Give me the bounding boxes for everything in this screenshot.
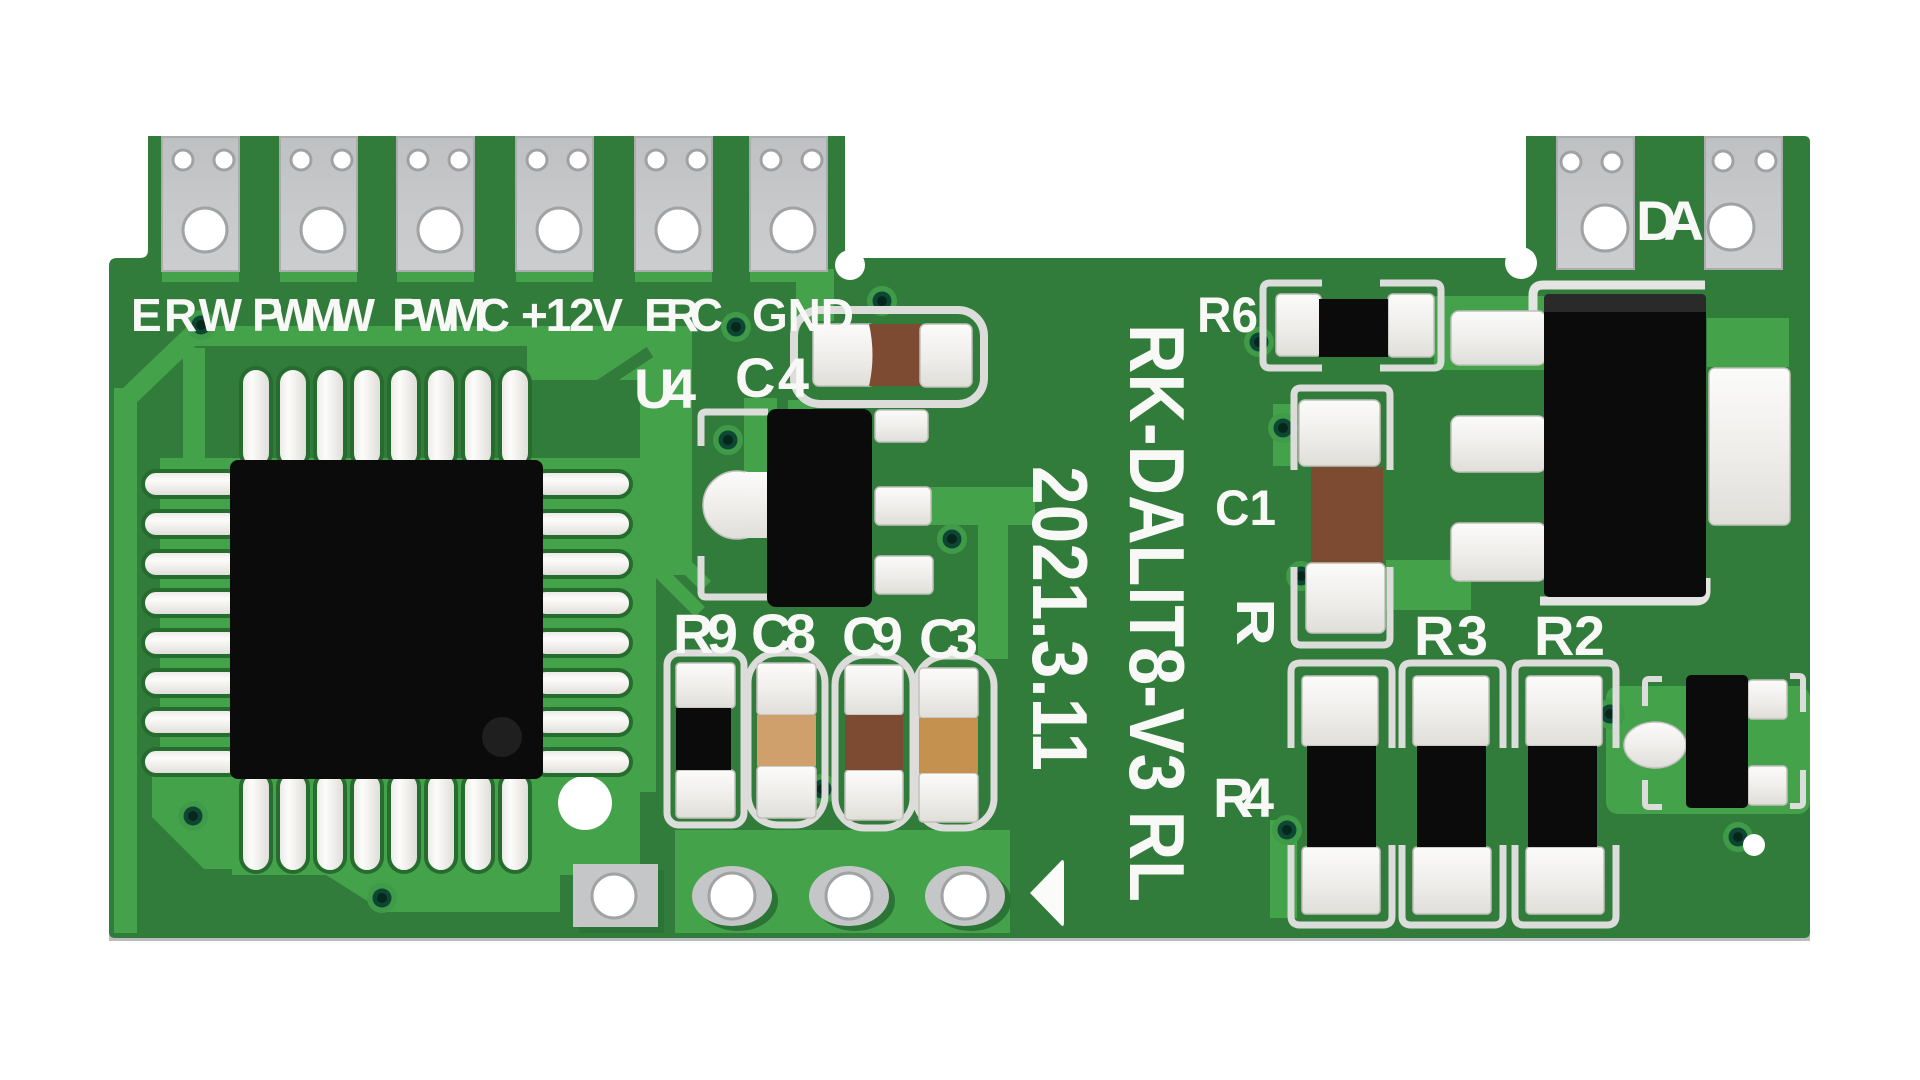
svg-text:ERC: ERC — [644, 289, 723, 341]
svg-text:R9: R9 — [673, 602, 738, 665]
svg-text:GND: GND — [752, 289, 854, 341]
svg-text:PWMW: PWMW — [252, 289, 376, 341]
svg-text:R6: R6 — [1197, 287, 1258, 343]
svg-text:RK-DALIT8-V3 RL: RK-DALIT8-V3 RL — [1113, 324, 1201, 902]
svg-text:C9: C9 — [842, 605, 903, 668]
svg-text:C3: C3 — [919, 607, 978, 670]
svg-text:C8: C8 — [751, 602, 816, 665]
svg-text:C1: C1 — [1215, 480, 1276, 536]
svg-text:ERW: ERW — [131, 289, 243, 341]
svg-text:R4: R4 — [1213, 766, 1274, 829]
svg-text:2021.3.11: 2021.3.11 — [1016, 466, 1104, 771]
svg-text:DA: DA — [1636, 189, 1704, 252]
svg-text:R2: R2 — [1534, 604, 1605, 667]
svg-text:PWMC: PWMC — [392, 289, 510, 341]
svg-text:R: R — [1225, 598, 1285, 646]
svg-text:+12V: +12V — [521, 289, 623, 341]
svg-text:C4: C4 — [735, 346, 809, 409]
svg-text:U4: U4 — [634, 357, 696, 420]
svg-text:R3: R3 — [1414, 604, 1488, 667]
